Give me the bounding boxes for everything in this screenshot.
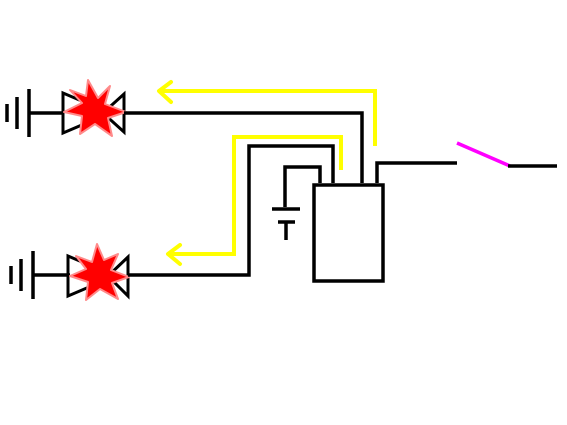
battery-icon bbox=[272, 207, 300, 240]
flow-arrow-lower bbox=[166, 135, 343, 266]
control-box bbox=[312, 183, 385, 283]
switch-icon bbox=[456, 141, 557, 168]
flow-arrow-upper bbox=[157, 80, 377, 146]
wiring bbox=[128, 111, 457, 277]
ground-icon bbox=[5, 89, 64, 137]
ground-icon bbox=[9, 251, 70, 299]
burst-star-icon bbox=[69, 243, 130, 301]
burst-star-icon bbox=[63, 79, 127, 137]
